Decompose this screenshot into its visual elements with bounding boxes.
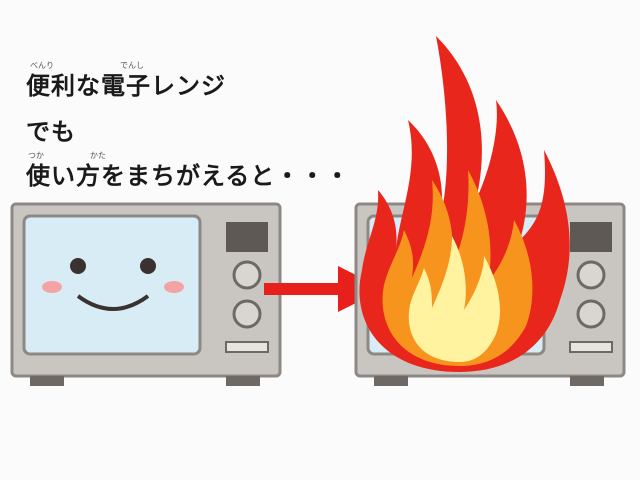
furigana-benri: べんり	[30, 61, 54, 70]
furigana-kata: かた	[90, 151, 106, 160]
caption-line-1: 便利な電子レンジ	[26, 72, 226, 100]
caption-line-2: でも	[26, 118, 76, 146]
happy-microwave	[10, 202, 282, 386]
right-eye	[140, 258, 156, 274]
fire-icon	[359, 36, 570, 372]
furigana-tsuka: つか	[28, 151, 44, 160]
smile	[76, 294, 150, 311]
furigana-denshi: でんし	[120, 61, 144, 70]
left-eye	[70, 258, 86, 274]
caption-line-3: 使い方をまちがえると・・・	[26, 162, 351, 190]
